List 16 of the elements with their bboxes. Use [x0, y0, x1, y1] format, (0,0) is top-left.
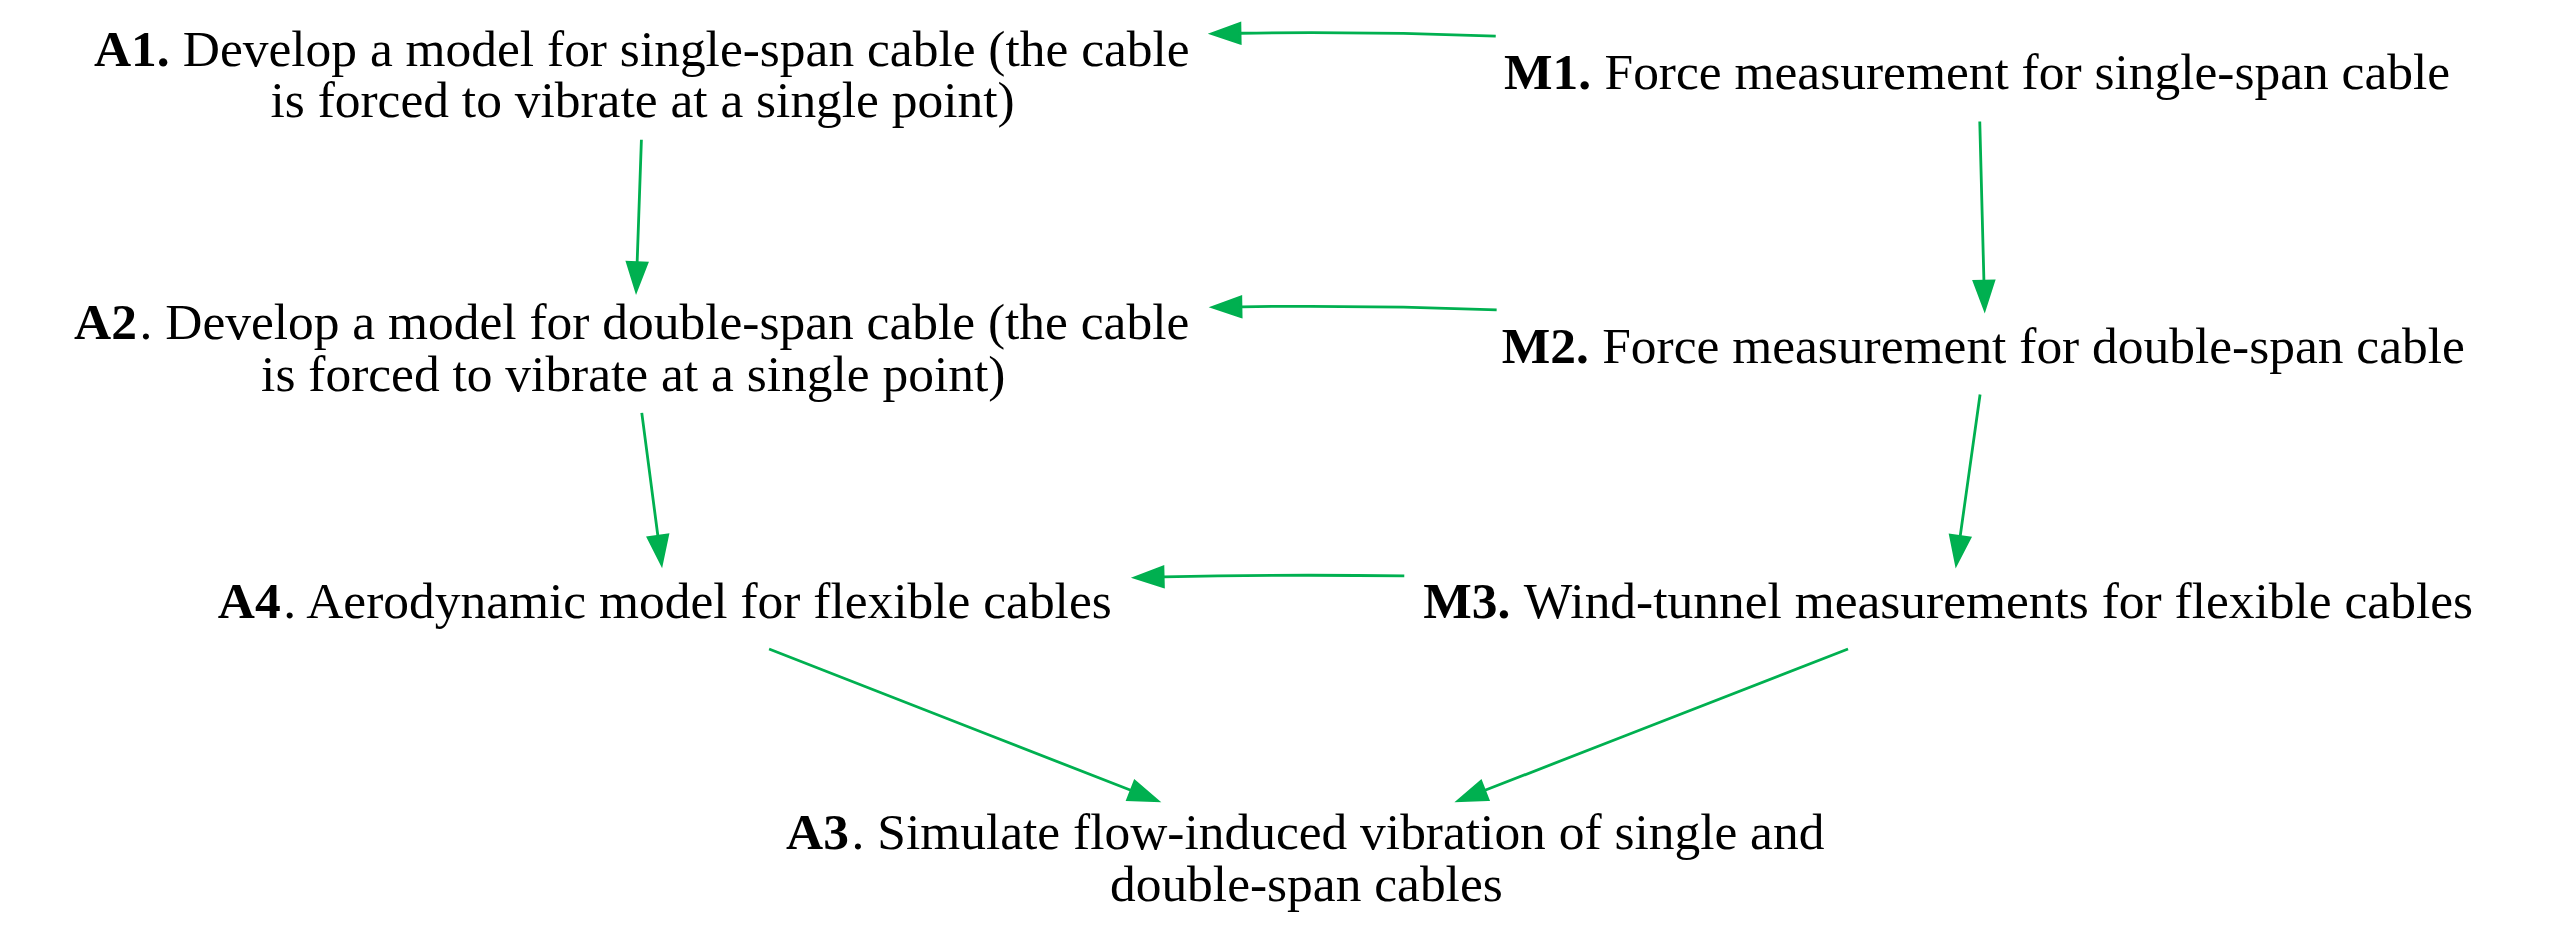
node-text: A2. Develop a model for double-span cable (the cable is forced to vibrate at a single point): [74, 293, 1190, 402]
node-text: M3. Wind-tunnel measurements for flexible cables: [1423, 571, 2474, 629]
node-text: A4. Aerodynamic model for flexible cables: [217, 571, 1112, 629]
node-text: A3. Simulate flow-induced vibration of single and double-span cables: [786, 803, 1825, 912]
arrow: [1130, 565, 1405, 589]
arrow: [768, 647, 1162, 803]
node-text: M1. Force measurement for single-span cable: [1503, 43, 2451, 101]
arrow: [1972, 121, 1996, 314]
arrow: [640, 412, 670, 569]
arrow: [1208, 294, 1497, 319]
arrow: [1454, 647, 1849, 803]
arrow: [625, 139, 649, 295]
arrow: [1207, 21, 1496, 45]
node-text: A1. Develop a model for single-span cable (the cable is forced to vibrate at a single point): [93, 19, 1190, 129]
arrow: [1948, 394, 1982, 569]
node-text: M2. Force measurement for double-span cable: [1501, 316, 2465, 374]
